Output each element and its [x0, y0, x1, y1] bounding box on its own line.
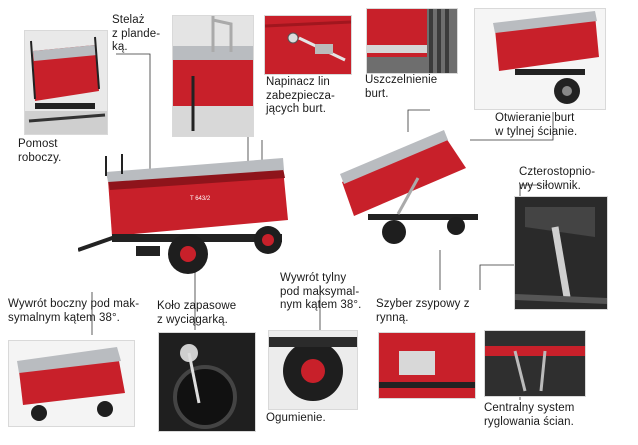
photo-grain-chute: [378, 332, 476, 399]
hero-trailer-image: T 643/2: [77, 150, 293, 280]
photo-rear-opening: [474, 8, 606, 110]
label-tensioner: Napinacz lin zabezpiecza- jących burt.: [266, 76, 335, 115]
hero-model-badge: T 643/2: [190, 196, 211, 202]
photo-tensioner: [264, 15, 352, 75]
photo-cylinder: [514, 196, 608, 310]
label-tarp-frame: Stelaż z plande- ką.: [112, 14, 161, 53]
label-seal: Uszczelnienie burt.: [365, 74, 438, 100]
rear-tipping-image: [338, 128, 488, 253]
photo-side-tip: [8, 340, 135, 427]
label-working-platform: Pomost roboczy.: [18, 138, 62, 164]
label-tyres: Ogumienie.: [266, 412, 326, 424]
photo-central-lock: [484, 330, 586, 397]
photo-tyres: [268, 330, 358, 410]
photo-seal: [366, 8, 458, 74]
photo-tarp-frame: [172, 15, 254, 137]
label-cylinder: Czterostopnio- wy siłownik.: [519, 166, 596, 192]
label-spare-wheel: Koło zapasowe z wyciągarką.: [157, 300, 237, 326]
label-side-tip: Wywrót boczny pod mak- symalnym kątem 38…: [8, 298, 140, 324]
label-rear-tip: Wywrót tylny pod maksymal- nym kątem 38°…: [280, 272, 362, 311]
label-grain-chute: Szyber zsypowy z rynną.: [376, 298, 470, 324]
label-central-lock: Centralny system ryglowania ścian.: [484, 402, 575, 428]
label-rear-opening: Otwieranie burt w tylnej ścianie.: [495, 112, 578, 138]
photo-working-platform: [24, 30, 108, 135]
photo-spare-wheel: [158, 332, 256, 432]
